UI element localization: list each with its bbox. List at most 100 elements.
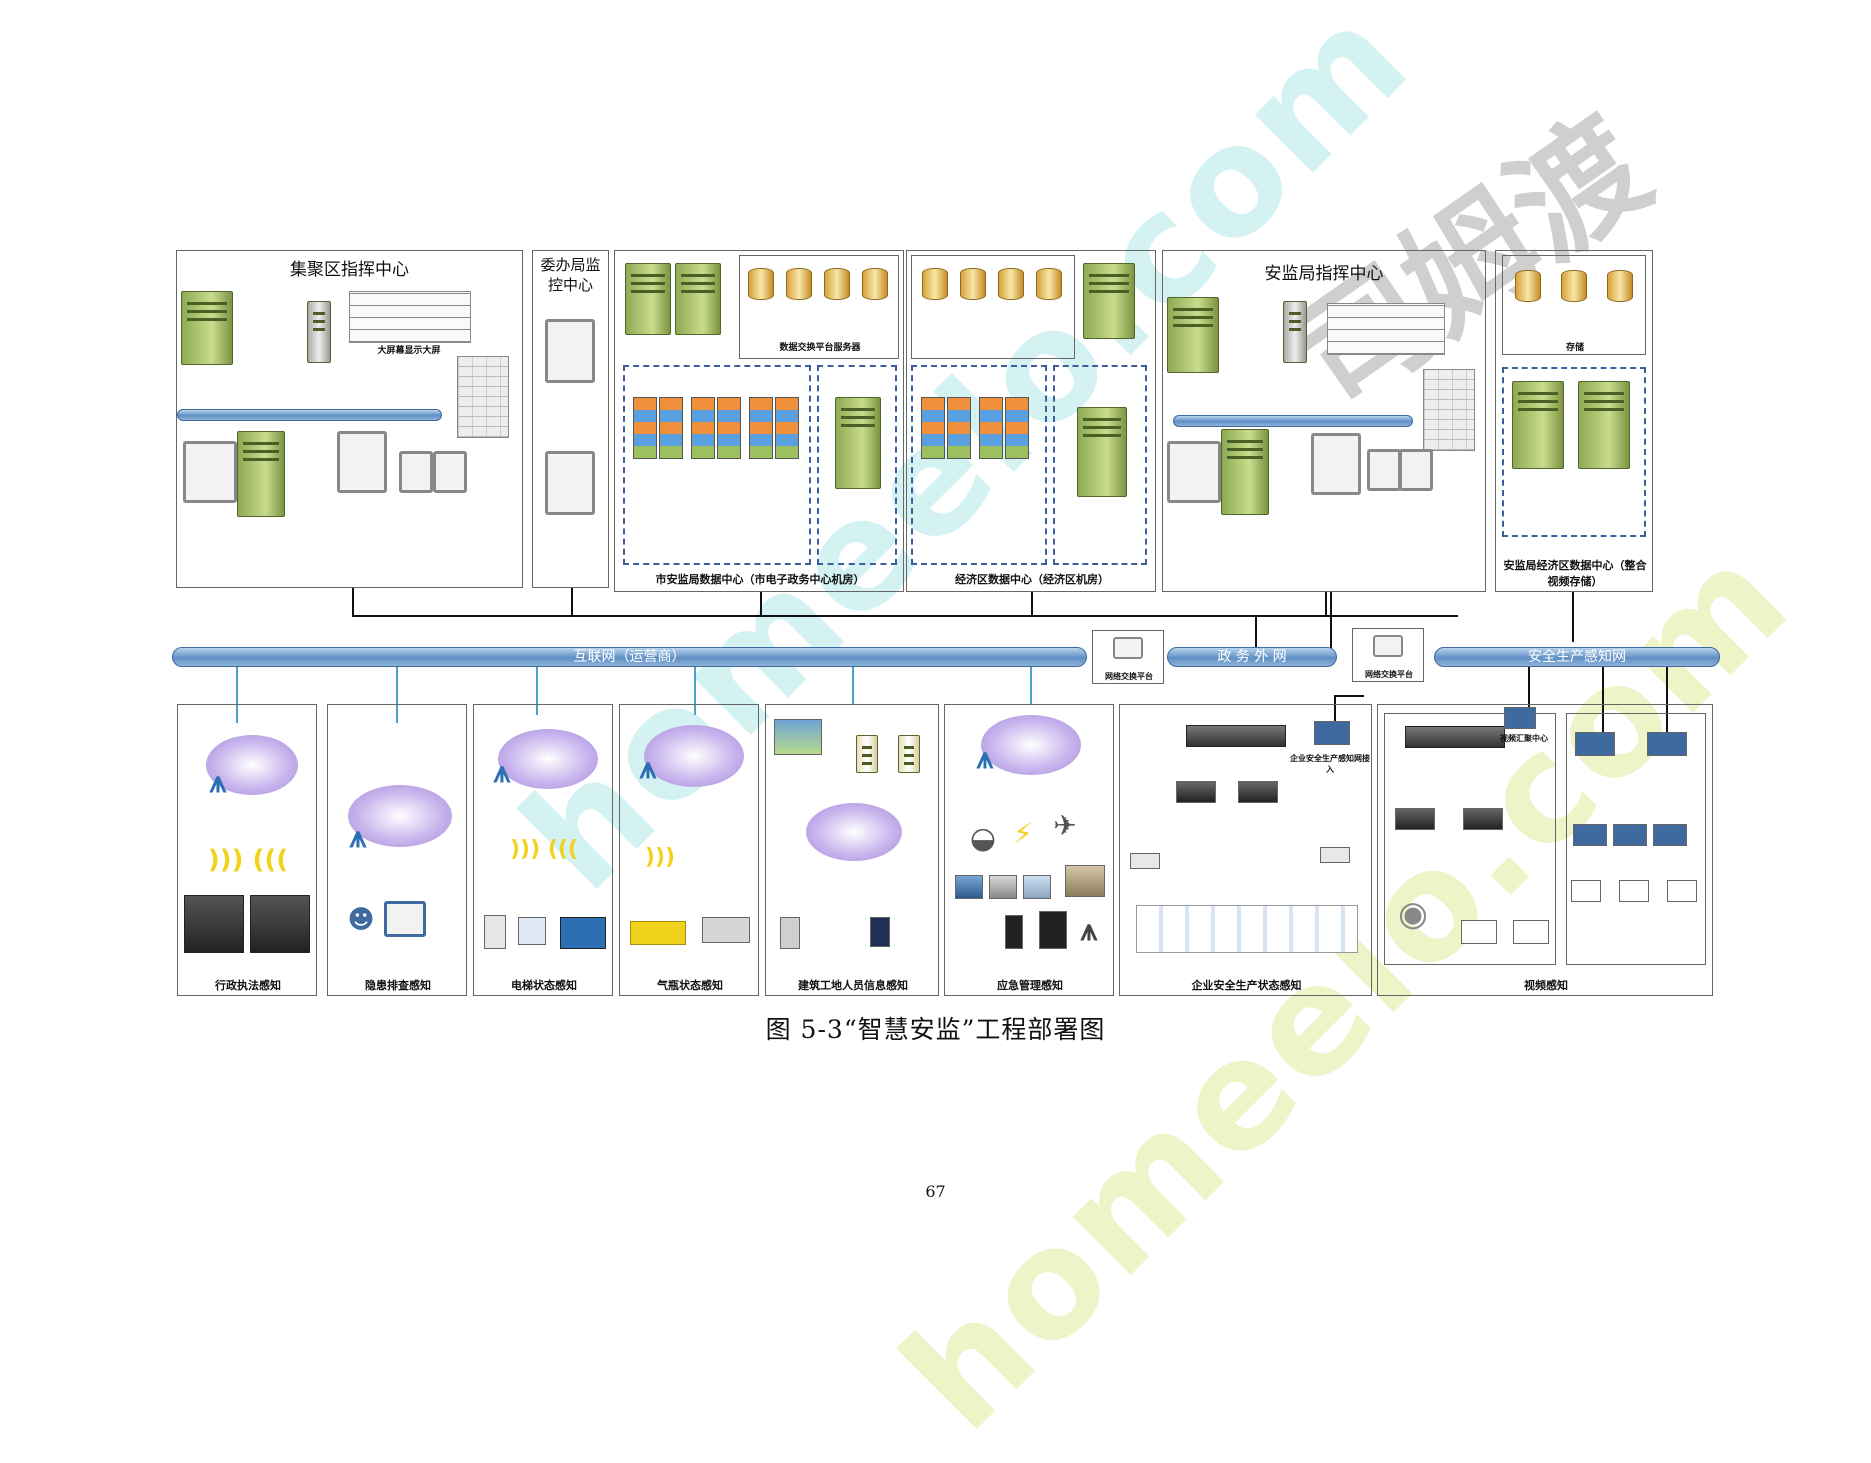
- cloud-icon: [348, 785, 452, 847]
- gate-icon: [780, 917, 800, 949]
- blade-server-icon: [775, 397, 799, 459]
- database-icon: [824, 268, 850, 300]
- switch-icon: [1405, 726, 1505, 748]
- tower-icon: ⩚: [493, 755, 511, 790]
- gov-extranet-backbone: 政 务 外 网: [1167, 647, 1337, 667]
- sensor-bus: [1136, 905, 1358, 953]
- video-left-group: ◉: [1384, 713, 1556, 965]
- monitor-icon: [337, 431, 387, 493]
- switch-icon: [1320, 847, 1350, 863]
- nvr-icon: [1513, 920, 1549, 944]
- law-enforcement-box: ⩚ ))) ((( 行政执法感知: [177, 704, 317, 996]
- monitor-icon: [545, 319, 595, 383]
- blade-server-icon: [947, 397, 971, 459]
- backup-datacenter-box: 存储 安监局经济区数据中心（整合视频存储）: [1495, 250, 1653, 592]
- database-icon: [862, 268, 888, 300]
- drop-line: [396, 667, 398, 723]
- video-right-group: [1566, 713, 1706, 965]
- hidden-danger-box: ⩚ ☻ 隐患排查感知: [327, 704, 467, 996]
- exchange-platform-2: 网络交换平台: [1352, 628, 1424, 682]
- router-icon: [1573, 824, 1607, 846]
- law-enforcement-title: 行政执法感知: [215, 979, 281, 992]
- city-datacenter-title: 市安监局数据中心（市电子政务中心机房）: [655, 573, 865, 586]
- server-icon: [1221, 429, 1269, 515]
- db-group: [911, 255, 1075, 359]
- lightning-icon: ⚡: [1013, 817, 1033, 850]
- connector-line: [1528, 667, 1530, 707]
- database-icon: [748, 268, 774, 300]
- photo-icon: [955, 875, 983, 899]
- bureau-command-title: 安监局指挥中心: [1264, 264, 1384, 284]
- tower-icon: ⩚: [209, 765, 227, 800]
- cloud-icon: [981, 715, 1081, 775]
- server-icon: [675, 263, 721, 335]
- dashed-group: [1053, 365, 1147, 565]
- video-wall-icon: [1327, 303, 1445, 355]
- dashed-group: [911, 365, 1047, 565]
- blade-server-icon: [979, 397, 1003, 459]
- drop-line: [852, 667, 854, 705]
- blade-server-icon: [691, 397, 715, 459]
- db-group: 存储: [1502, 255, 1646, 355]
- bureau-command-box: 安监局指挥中心: [1162, 250, 1486, 592]
- gas-cylinder-box: ⩚ ))) 气瓶状态感知: [619, 704, 759, 996]
- monitor-icon: [433, 451, 467, 493]
- wifi-icon: ))): [644, 845, 676, 870]
- satellite-dish-icon: ◒: [969, 821, 997, 856]
- monitor-icon: [1311, 433, 1361, 495]
- user-icon: ☻: [347, 905, 375, 935]
- nvr-icon: [1667, 880, 1697, 902]
- drop-line: [536, 667, 538, 715]
- emergency-title: 应急管理感知: [997, 979, 1063, 992]
- backup-datacenter-title: 安监局经济区数据中心（整合视频存储）: [1503, 559, 1647, 588]
- sensor-icon: [484, 915, 506, 949]
- server-icon: [1083, 263, 1135, 339]
- nvr-icon: [1571, 880, 1601, 902]
- hidden-danger-title: 隐患排查感知: [365, 979, 431, 992]
- database-icon: [1561, 270, 1587, 302]
- video-sensing-title: 视频感知: [1524, 979, 1568, 992]
- tower-icon: ⩚: [976, 741, 994, 776]
- connector-line: [1602, 667, 1604, 737]
- blade-server-icon: [749, 397, 773, 459]
- server-icon: [856, 735, 878, 773]
- map-icon: [774, 719, 822, 755]
- server-icon: [835, 397, 881, 489]
- camera-icon: ◉: [1398, 894, 1428, 934]
- bigscreen-label: 大屏幕显示大屏: [377, 346, 441, 356]
- video-wall-icon: [349, 291, 471, 343]
- workstation-icon: [1373, 635, 1403, 657]
- switch-icon: [1186, 725, 1286, 747]
- sensor-icon: [518, 917, 546, 945]
- connector-line: [1031, 592, 1033, 616]
- exchange-label: 网络交换平台: [1105, 672, 1153, 681]
- figure-caption: 图 5-3“智慧安监”工程部署图: [765, 1015, 1106, 1044]
- connector-line: [1334, 695, 1336, 725]
- enterprise-safety-title: 企业安全生产状态感知: [1191, 979, 1302, 992]
- monitor-icon: [1399, 449, 1433, 491]
- server-icon: [1167, 297, 1219, 373]
- connector-line: [1572, 592, 1574, 642]
- emergency-box: ⩚ ◒ ⚡ ✈ ⩚ 应急管理感知: [944, 704, 1114, 996]
- exchange-platform-1: 网络交换平台: [1092, 630, 1164, 684]
- terminal-icon: [184, 895, 244, 953]
- nvr-icon: [1461, 920, 1497, 944]
- internet-backbone: 互联网（运营商）: [172, 647, 1087, 667]
- server-icon: [625, 263, 671, 335]
- server-icon: [898, 735, 920, 773]
- server-icon: [1512, 381, 1564, 469]
- pc-icon: [384, 901, 426, 937]
- cloud-icon: [206, 735, 298, 795]
- drop-line: [694, 667, 696, 715]
- database-icon: [922, 268, 948, 300]
- dashed-group: [817, 365, 897, 565]
- blade-server-icon: [921, 397, 945, 459]
- monitor-icon: [1167, 441, 1221, 503]
- enterprise-access-label: 企业安全生产感知网接入: [1290, 754, 1370, 774]
- construction-title: 建筑工地人员信息感知: [798, 979, 908, 992]
- connector-line: [1325, 592, 1327, 616]
- router-icon: [1504, 707, 1536, 729]
- committee-monitor-title: 委办局监控中心: [540, 256, 601, 294]
- converter-icon: [1176, 781, 1216, 803]
- router-icon: [1575, 732, 1615, 756]
